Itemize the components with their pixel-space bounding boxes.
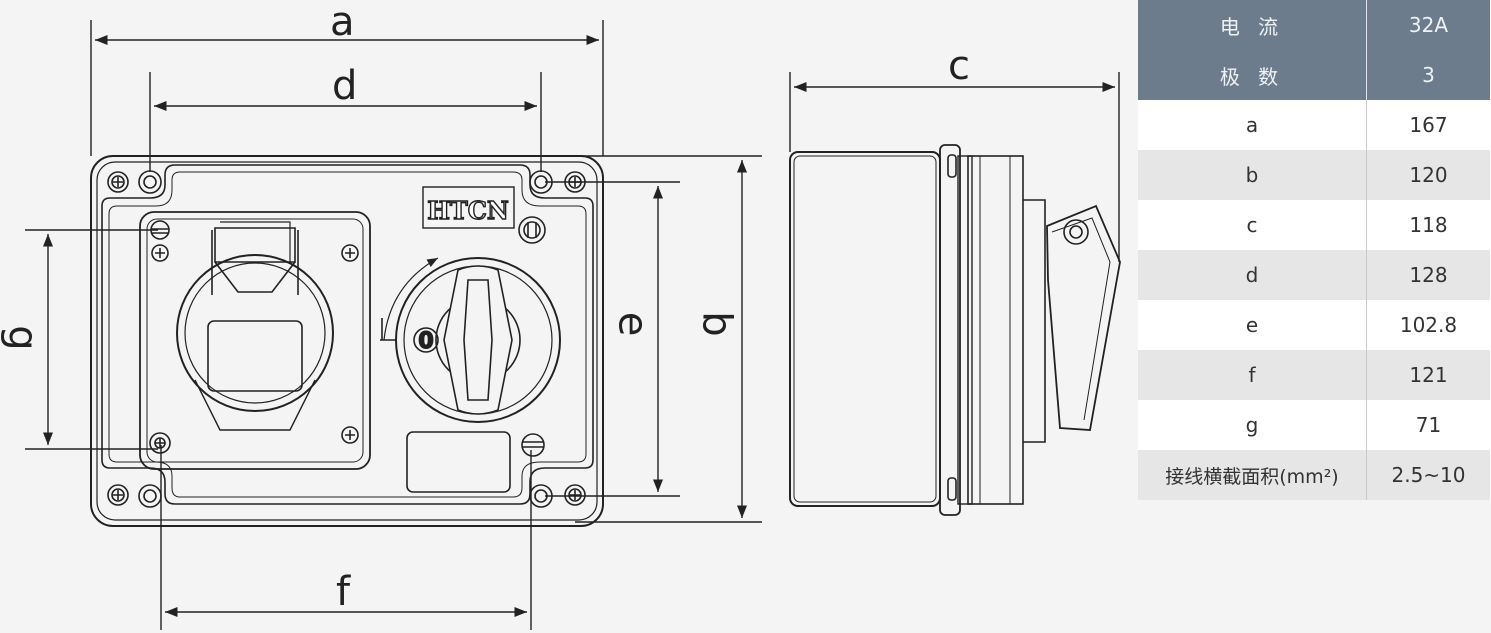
spec-value: 167 [1366, 100, 1491, 150]
corner-screw-tl [107, 170, 162, 194]
spec-value: 71 [1366, 400, 1491, 450]
spec-value: 128 [1366, 250, 1491, 300]
corner-screw-bl [107, 484, 162, 508]
spec-table: 电 流 32A 极 数 3 a 167 b 120 c 118 d 128 e … [1138, 0, 1491, 500]
dim-label-a: a [330, 0, 355, 45]
spec-label: 接线横截面积(mm²) [1138, 450, 1367, 500]
spec-value: 32A [1366, 0, 1491, 50]
spec-value: 2.5~10 [1366, 450, 1491, 500]
switch-off-symbol: 0 [418, 329, 433, 354]
dim-label-g: g [0, 325, 46, 351]
table-row: a 167 [1138, 100, 1491, 150]
technical-drawing: HTCN 0 [25, 20, 1121, 630]
rotary-switch [380, 257, 561, 423]
dimension-lines [25, 20, 1120, 630]
front-view: HTCN 0 [90, 155, 604, 527]
spec-label: 极 数 [1138, 50, 1367, 100]
spec-value: 121 [1366, 350, 1491, 400]
spec-value: 3 [1366, 50, 1491, 100]
table-row: c 118 [1138, 200, 1491, 250]
table-row: f 121 [1138, 350, 1491, 400]
dim-label-d: d [332, 63, 358, 109]
bottom-screw [521, 433, 545, 457]
spec-value: 120 [1366, 150, 1491, 200]
table-row-poles: 极 数 3 [1138, 50, 1491, 100]
dim-label-c: c [948, 43, 970, 89]
spec-value: 118 [1366, 200, 1491, 250]
table-row: b 120 [1138, 150, 1491, 200]
spec-label: a [1138, 100, 1367, 150]
table-row: g 71 [1138, 400, 1491, 450]
side-view [789, 144, 1121, 516]
table-row: e 102.8 [1138, 300, 1491, 350]
spec-value: 102.8 [1366, 300, 1491, 350]
spec-label: d [1138, 250, 1367, 300]
dim-label-e: e [609, 311, 656, 337]
logo-screw [518, 216, 546, 244]
dim-label-b: b [693, 311, 740, 337]
spec-label: c [1138, 200, 1367, 250]
dim-label-f: f [336, 569, 351, 615]
spec-label: b [1138, 150, 1367, 200]
corner-screw-br [529, 484, 586, 508]
svg-text:HTCN: HTCN [427, 196, 509, 225]
spec-label: 电 流 [1138, 0, 1367, 50]
table-row: 接线横截面积(mm²) 2.5~10 [1138, 450, 1491, 500]
socket-plate [139, 211, 371, 470]
spec-label: f [1138, 350, 1367, 400]
label-window [406, 431, 511, 493]
table-row: d 128 [1138, 250, 1491, 300]
table-row-current: 电 流 32A [1138, 0, 1491, 50]
spec-label: e [1138, 300, 1367, 350]
spec-label: g [1138, 400, 1367, 450]
brand-logo: HTCN [422, 186, 515, 229]
